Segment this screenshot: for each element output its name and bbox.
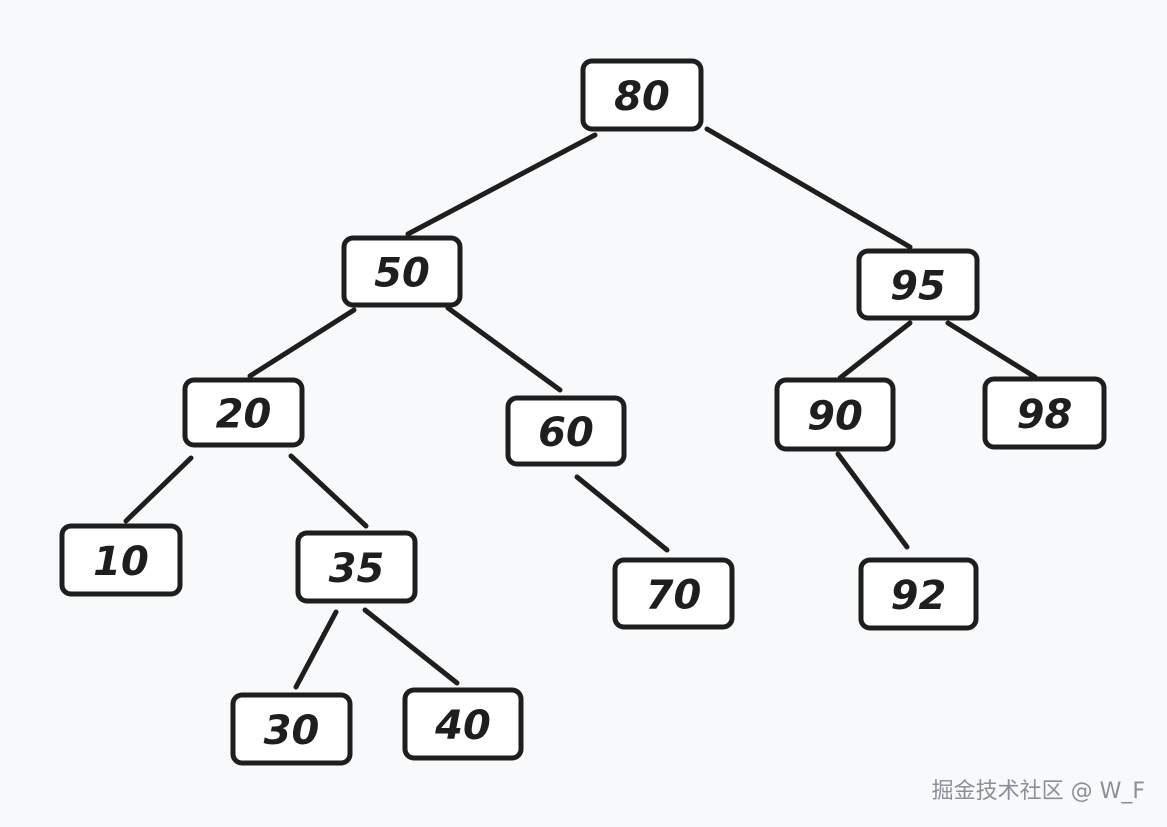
edge-n80-n50 [405, 132, 598, 237]
node-box [774, 377, 896, 452]
node-label: 98 [1017, 392, 1073, 438]
edge-n20-n10 [123, 455, 194, 524]
node-label: 30 [264, 708, 320, 754]
node-20: 20 [182, 377, 305, 448]
watermark: 掘金技术社区 @ W_F [931, 779, 1145, 804]
edge-n20-n35 [288, 453, 369, 529]
node-30: 30 [230, 692, 353, 766]
node-35: 35 [295, 530, 418, 604]
edge-n35-n30 [293, 609, 339, 690]
edge-n50-n60 [445, 305, 563, 393]
node-70: 70 [612, 557, 735, 630]
node-label: 40 [434, 703, 491, 749]
node-50: 50 [341, 235, 463, 308]
edge-n80-n95 [704, 126, 913, 250]
edge-n95-n90 [837, 320, 913, 381]
node-90: 90 [774, 377, 896, 452]
node-label: 60 [538, 410, 594, 456]
node-label: 92 [891, 573, 947, 619]
node-98: 98 [982, 376, 1107, 450]
node-label: 80 [614, 74, 670, 120]
edge-n35-n40 [362, 607, 460, 686]
node-label: 10 [93, 539, 149, 585]
node-label: 35 [329, 546, 385, 592]
nodes-layer: 80 50 95 20 60 90 98 10 35 70 92 30 40 [59, 58, 1107, 766]
node-95: 95 [856, 248, 980, 321]
node-box [858, 557, 979, 631]
node-label: 70 [646, 573, 702, 619]
edges-layer [123, 126, 1038, 690]
edge-n60-n70 [574, 474, 670, 553]
node-box [856, 248, 980, 321]
node-box [580, 58, 704, 132]
edge-n95-n98 [945, 320, 1038, 380]
node-10: 10 [59, 523, 183, 597]
node-label: 90 [807, 394, 863, 440]
node-box [230, 692, 353, 766]
node-box [295, 530, 418, 604]
node-92: 92 [858, 557, 979, 631]
node-label: 95 [890, 264, 946, 310]
node-box [612, 557, 735, 630]
node-80: 80 [580, 58, 704, 132]
node-label: 20 [216, 392, 272, 438]
node-box [341, 235, 463, 308]
node-box [402, 687, 524, 761]
node-60: 60 [505, 395, 627, 467]
node-40: 40 [402, 687, 524, 761]
node-label: 50 [374, 251, 430, 297]
edge-n90-n92 [835, 451, 910, 550]
node-box [59, 523, 183, 597]
node-box [182, 377, 305, 448]
edge-n50-n20 [247, 307, 357, 379]
node-box [505, 395, 627, 467]
node-box [982, 376, 1107, 450]
